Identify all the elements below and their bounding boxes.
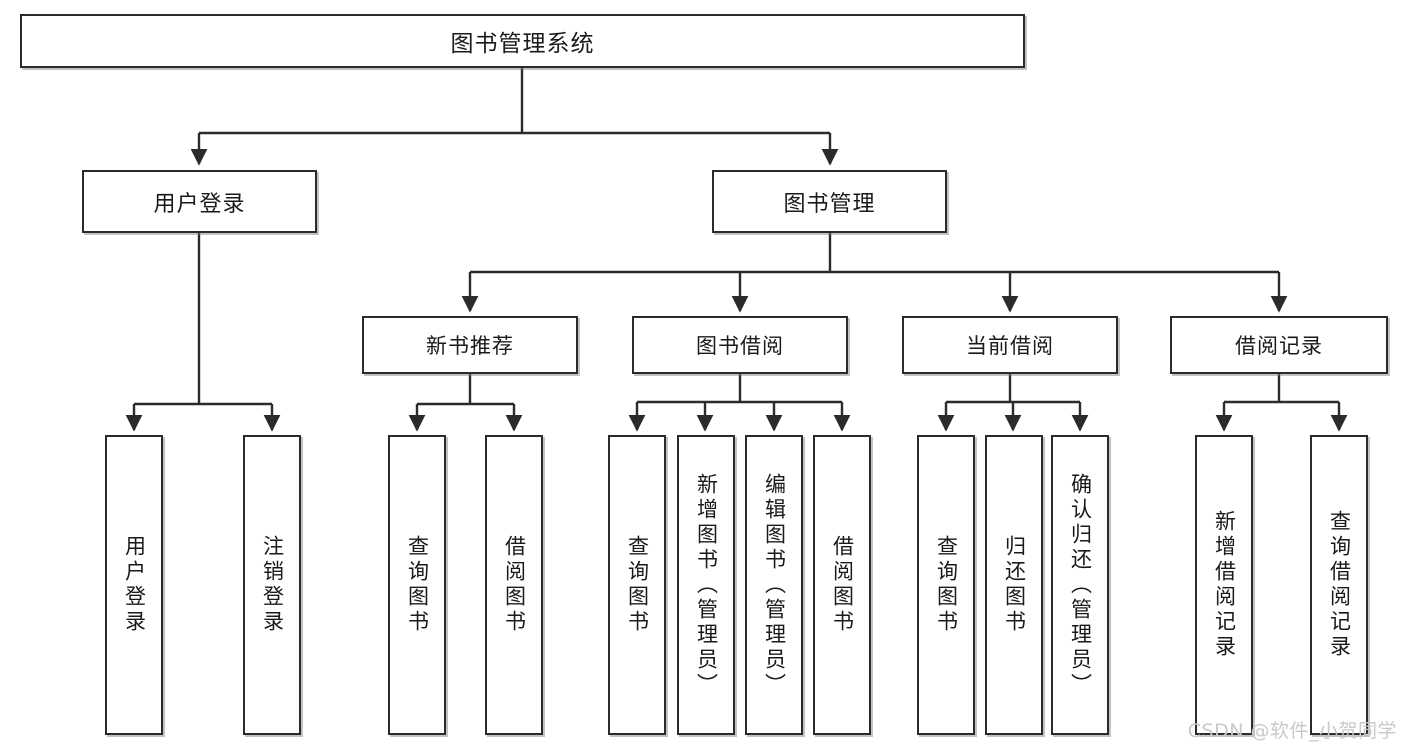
leaf-query-record[interactable]: 查询借阅记录 bbox=[1310, 435, 1368, 735]
node-root-label: 图书管理系统 bbox=[450, 31, 595, 57]
node-book-manage-label: 图书管理 bbox=[783, 191, 876, 217]
watermark: CSDN @软件_小贺同学 bbox=[1187, 720, 1397, 742]
node-borrow-record-label: 借阅记录 bbox=[1235, 334, 1323, 358]
node-user-login-label: 用户登录 bbox=[153, 191, 246, 217]
leaf-edit-book-label: 编辑图书（管理员） bbox=[762, 472, 787, 698]
leaf-return-book[interactable]: 归还图书 bbox=[985, 435, 1043, 735]
leaf-add-record[interactable]: 新增借阅记录 bbox=[1195, 435, 1253, 735]
leaf-borrow-book-2[interactable]: 借阅图书 bbox=[813, 435, 871, 735]
leaf-query-book-3[interactable]: 查询图书 bbox=[917, 435, 975, 735]
leaf-query-book-1[interactable]: 查询图书 bbox=[388, 435, 446, 735]
leaf-user-login[interactable]: 用户登录 bbox=[105, 435, 163, 735]
leaf-borrow-book-2-label: 借阅图书 bbox=[830, 535, 855, 635]
leaf-query-book-2[interactable]: 查询图书 bbox=[608, 435, 666, 735]
node-current-borrow-label: 当前借阅 bbox=[966, 334, 1054, 358]
leaf-confirm-return-label: 确认归还（管理员） bbox=[1068, 472, 1093, 698]
leaf-add-book-label: 新增图书（管理员） bbox=[694, 472, 719, 698]
leaf-borrow-book-1-label: 借阅图书 bbox=[502, 535, 527, 635]
node-book-borrow-label: 图书借阅 bbox=[696, 334, 784, 358]
leaf-add-book[interactable]: 新增图书（管理员） bbox=[677, 435, 735, 735]
leaf-query-book-2-label: 查询图书 bbox=[625, 535, 650, 635]
leaf-logout[interactable]: 注销登录 bbox=[243, 435, 301, 735]
node-book-borrow[interactable]: 图书借阅 bbox=[632, 316, 848, 374]
node-user-login[interactable]: 用户登录 bbox=[82, 170, 317, 233]
node-root[interactable]: 图书管理系统 bbox=[20, 14, 1025, 68]
leaf-edit-book[interactable]: 编辑图书（管理员） bbox=[745, 435, 803, 735]
leaf-logout-label: 注销登录 bbox=[260, 535, 285, 635]
leaf-add-record-label: 新增借阅记录 bbox=[1212, 510, 1237, 660]
leaf-confirm-return[interactable]: 确认归还（管理员） bbox=[1051, 435, 1109, 735]
leaf-query-book-3-label: 查询图书 bbox=[934, 535, 959, 635]
node-current-borrow[interactable]: 当前借阅 bbox=[902, 316, 1118, 374]
node-book-manage[interactable]: 图书管理 bbox=[712, 170, 947, 233]
leaf-query-book-1-label: 查询图书 bbox=[405, 535, 430, 635]
leaf-return-book-label: 归还图书 bbox=[1002, 535, 1027, 635]
node-borrow-record[interactable]: 借阅记录 bbox=[1170, 316, 1388, 374]
leaf-query-record-label: 查询借阅记录 bbox=[1327, 510, 1352, 660]
node-new-book-rec-label: 新书推荐 bbox=[426, 334, 514, 358]
node-new-book-rec[interactable]: 新书推荐 bbox=[362, 316, 578, 374]
leaf-user-login-label: 用户登录 bbox=[122, 535, 147, 635]
leaf-borrow-book-1[interactable]: 借阅图书 bbox=[485, 435, 543, 735]
